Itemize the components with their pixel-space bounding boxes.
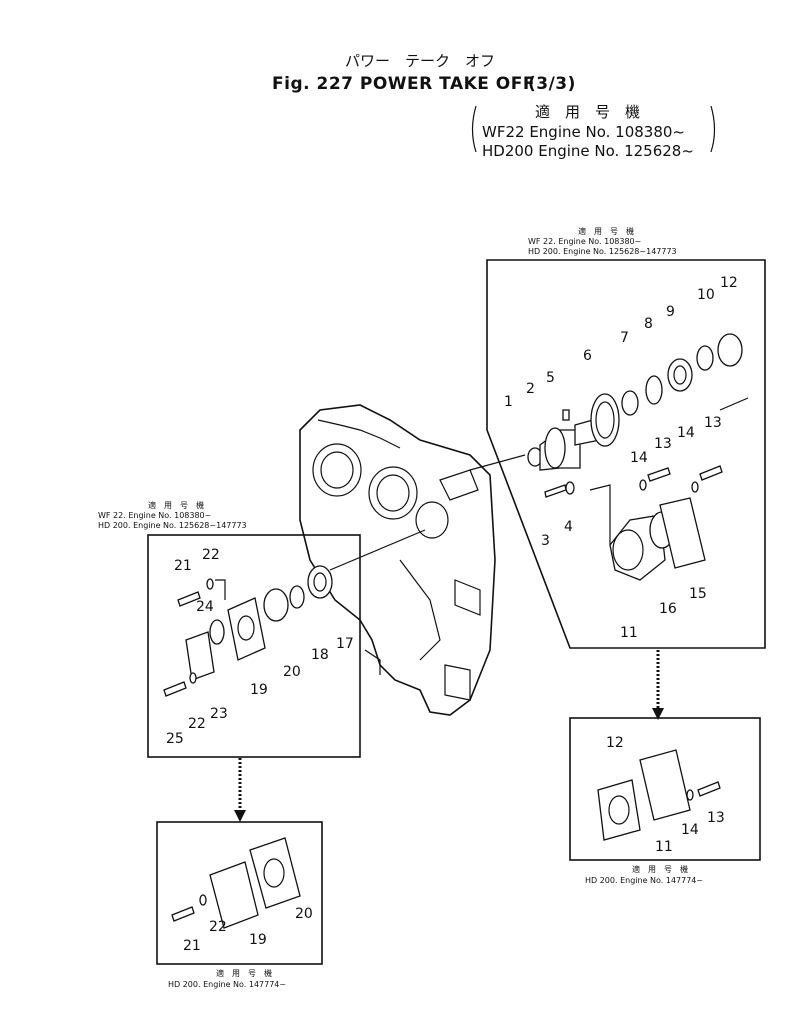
callout-4: 4 [564,519,573,535]
katakana-title: パワー テーク オフ [345,52,495,70]
right-main-box: 適 用 号 機 WF 22. Engine No. 108380~ HD 200… [486,226,766,649]
callout-18: 18 [311,647,329,663]
washer-22-top [206,578,214,590]
washer-lower [691,481,699,493]
right-main-line-2: HD 200. Engine No. 125628~147773 [528,247,677,256]
lock-washer [565,481,575,495]
left-main-line-2: HD 200. Engine No. 125628~147773 [98,521,247,530]
left-main-line-1: WF 22. Engine No. 108380~ [98,511,211,520]
callout-alt-21: 21 [183,938,201,954]
bolt-21-alt [171,906,195,922]
bolt-21 [177,591,201,607]
applicability-line-2: HD200 Engine No. 125628~ [482,142,694,160]
callout-alt-12: 12 [606,735,624,751]
callout-10: 10 [697,287,715,303]
arrow-left-head [234,810,246,822]
gasket-24 [209,619,225,645]
applicability-label: 適 用 号 機 [535,103,640,121]
callout-22a: 22 [202,547,220,563]
callout-alt-14: 14 [681,822,699,838]
bolt-25 [163,681,187,697]
callout-14a: 14 [630,450,648,466]
page-fraction: (3/3) [528,74,576,94]
callout-alt-19: 19 [249,932,267,948]
shaft-leader-right [469,454,526,471]
cover-19 [227,597,266,661]
o-ring-20 [263,588,289,622]
callout-16: 16 [659,601,677,617]
callout-7: 7 [620,330,629,346]
plate-23 [185,631,215,681]
callout-5: 5 [546,370,555,386]
right-main-label: 適 用 号 機 [578,226,634,236]
callout-6: 6 [583,348,592,364]
callout-12: 12 [720,275,738,291]
bolt-13 [697,781,721,797]
cover-plate [659,497,706,569]
callout-23: 23 [210,706,228,722]
callout-8: 8 [644,316,653,332]
bracket-lead [589,484,611,545]
bolt-lower [699,465,723,481]
gasket-20 [249,837,301,909]
cover-19-alt [209,861,259,929]
bearing [667,358,693,392]
callout-11: 11 [620,625,638,641]
right-main-line-1: WF 22. Engine No. 108380~ [528,237,641,246]
bracket-right [710,105,716,153]
callout-9: 9 [666,304,675,320]
applicability-line-1: WF22 Engine No. 108380~ [482,123,685,141]
arrow-right-head [652,708,664,720]
callout-2: 2 [526,381,535,397]
left-alt-line-1: HD 200. Engine No. 147774~ [168,980,286,989]
gear [590,393,620,447]
bearing-17 [307,565,333,599]
callout-13a: 13 [654,436,672,452]
o-ring [717,333,743,367]
callout-20: 20 [283,664,301,680]
bolt [544,484,567,498]
callout-1: 1 [504,394,513,410]
washer-14 [686,789,694,801]
transmission-housing [299,404,496,716]
callout-alt-22: 22 [209,919,227,935]
cover-11 [639,749,691,821]
left-main-box: 適 用 号 機 WF 22. Engine No. 108380~ HD 200… [98,500,361,758]
left-alt-label: 適 用 号 機 [216,968,272,978]
washer-22-bottom [189,672,197,684]
callout-alt-13: 13 [707,810,725,826]
shaft-leader-left [329,529,426,571]
right-alt-label: 適 用 号 機 [632,864,688,874]
callout-alt-20: 20 [295,906,313,922]
right-alt-box: 12 11 14 13 適 用 号 機 HD 200. Engine No. 1… [569,717,761,885]
washer-upper [639,479,647,491]
gasket-12 [597,779,641,841]
callout-13b: 13 [704,415,722,431]
key [562,409,570,421]
bracket-left [471,105,477,153]
washer-22-alt [199,894,207,906]
callout-alt-11: 11 [655,839,673,855]
ring [696,345,714,371]
snap-ring [645,375,663,405]
bolt-upper [647,467,671,482]
callout-24: 24 [196,599,214,615]
spacer [621,390,639,416]
right-alt-line-1: HD 200. Engine No. 147774~ [585,876,703,885]
coupling [544,427,566,469]
callout-22b: 22 [188,716,206,732]
snap-ring-18 [289,585,305,609]
callout-19: 19 [250,682,268,698]
callout-17: 17 [336,636,354,652]
left-main-label: 適 用 号 機 [148,500,204,510]
left-alt-box: 21 22 19 20 適 用 号 機 HD 200. Engine No. 1… [156,821,323,989]
callout-15: 15 [689,586,707,602]
callout-25: 25 [166,731,184,747]
callout-21: 21 [174,558,192,574]
callout-14b: 14 [677,425,695,441]
figure-title: Fig. 227 POWER TAKE OFF [272,74,535,94]
callout-3: 3 [541,533,550,549]
